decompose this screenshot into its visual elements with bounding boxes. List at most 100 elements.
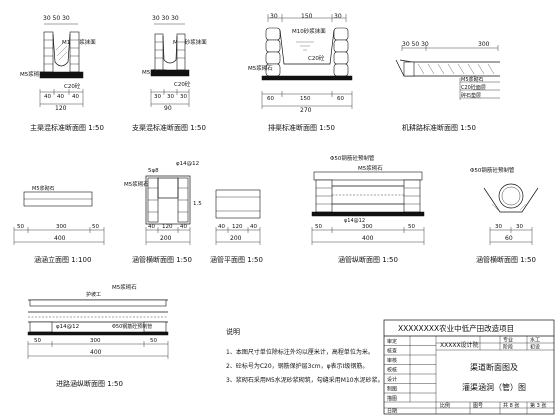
sheet-number-label: 第 3 张	[530, 402, 546, 409]
row-label-1: 审定	[387, 338, 397, 345]
drain-ditch-top-dim-2: 150	[301, 13, 313, 20]
crossing-culvert-section: M5浆砌石 护坡工 φ14@12 Φ50钢筋砼预制管 50 300 50 400…	[27, 283, 169, 388]
culvert-section-total: 200	[160, 235, 172, 242]
pipe-long-rebar-label: φ14@12	[344, 218, 365, 224]
culvert-plan-view: 40 120 40 200 涵管平面图 1:50	[210, 189, 263, 264]
row-label-6: 制图	[387, 386, 397, 393]
farm-road-width-dim: 300	[478, 41, 490, 48]
crossing-total: 400	[90, 349, 102, 356]
culvert-section-dim-1: 40	[148, 224, 155, 230]
drawing-title-line-1: 渠道断面图及	[470, 362, 518, 372]
pipe-cross-total: 60	[505, 235, 513, 242]
notes-heading: 说明	[226, 327, 240, 336]
farm-road-top-dims: 30 50 30	[402, 41, 429, 48]
culvert-side-dim-1: 50	[17, 224, 24, 230]
pipe-longitudinal-section: Φ50钢筋砼预制管 M5浆砌石 φ14@12 50 300 50 400 涵管纵…	[311, 154, 425, 264]
drain-ditch-stone-label: M5浆砌石	[248, 64, 273, 72]
culvert-section-dim-3: 40	[180, 224, 187, 230]
farm-road-section: 30 50 30 300 M5浆砌石 C20砼面层 碎石垫层 机耕路标准断面图 …	[395, 41, 500, 132]
row-label-3: 审核	[387, 357, 397, 364]
pipe-cross-section: Φ50钢筋砼预制管 30 30 60 涵管横断面图 1:50	[470, 166, 539, 264]
culvert-section-caption: 涵管横断面图 1:50	[132, 255, 192, 264]
crossing-stone-label: M5浆砌石	[112, 283, 137, 291]
crossing-rebar-label: φ14@12	[56, 324, 79, 330]
culvert-plan-dim-1: 40	[218, 224, 225, 230]
drain-ditch-concrete-label: C20砼	[308, 54, 325, 62]
branch-canal-total-dim: 90	[164, 105, 172, 112]
note-3: 3、浆砌石采用M5水泥砂浆砌筑，勾缝采用M10水泥砂浆。	[226, 376, 384, 384]
culvert-side-dim-2: 300	[56, 224, 67, 230]
main-canal-concrete-label: C20砼	[64, 82, 81, 90]
main-canal-top-dims: 30 50 30	[43, 15, 70, 22]
culvert-stone-label: M5浆砌石	[124, 180, 149, 188]
row-label-7: 描图	[387, 395, 397, 402]
culvert-side-view: M5浆砌石 50 300 50 400 涵涵立面图 1:100	[13, 185, 105, 264]
farm-road-layer-1: M5浆砌石	[461, 76, 484, 83]
scale-label: 比例	[440, 402, 450, 409]
main-canal-dim-2: 40	[57, 94, 64, 100]
design-unit: XXXXX设计院	[440, 341, 479, 349]
culvert-rebar-label-1: 5φ8	[148, 168, 159, 174]
branch-canal-section: 30 30 30 M10砂浆抹面 M5浆砌石 C20砼 30 30 30 90 …	[132, 15, 207, 132]
pipe-long-dim-2: 300	[362, 224, 373, 230]
branch-canal-stone-label: M5浆砌石	[142, 68, 167, 76]
branch-canal-top-dims: 30 30 30	[152, 15, 179, 22]
drain-ditch-dim-1: 60	[267, 96, 274, 102]
crossing-dim-2: 300	[90, 338, 101, 344]
crossing-dim-1: 50	[34, 338, 41, 344]
culvert-side-total: 400	[54, 235, 66, 242]
culvert-section-dim-2: 120	[162, 224, 173, 230]
drain-right-wall	[333, 27, 349, 77]
culvert-plan-caption: 涵管平面图 1:50	[210, 255, 263, 264]
crossing-caption: 进路涵纵断面图 1:50	[56, 379, 123, 388]
pipe-cross-label: Φ50钢筋砼预制管	[470, 166, 515, 174]
culvert-rebar-label-2: φ14@12	[176, 161, 199, 167]
note-1: 1、本图尺寸单位除标注外均以厘米计，高程单位为米。	[226, 348, 374, 356]
farm-road-layer-2: C20砼面层	[461, 84, 486, 91]
pipe-cross-caption: 涵管横断面图 1:50	[476, 255, 536, 264]
note-2: 2、砼标号为C20，钢筋保护层3cm，φ表示I级钢筋。	[226, 362, 368, 370]
drain-ditch-dim-2: 150	[300, 96, 311, 102]
notes: 说明 1、本图尺寸单位除标注外均以厘米计，高程单位为米。 2、砼标号为C20，钢…	[226, 327, 384, 384]
branch-canal-dim-2: 30	[167, 94, 174, 100]
branch-canal-caption: 支渠混标准断面图 1:50	[132, 123, 206, 132]
culvert-height-dim: 1.5	[193, 201, 202, 207]
drain-ditch-total-dim: 270	[300, 107, 312, 114]
culvert-cross-section: 5φ8 φ14@12 M5浆砌石 1.5 40 120 40 200 涵管横断面…	[124, 161, 202, 264]
branch-canal-dim-3: 30	[180, 94, 187, 100]
main-canal-section: 30 50 30 M10砂浆抹面 M5浆砌石 C20砼 40 40 40 120…	[20, 15, 104, 132]
project-title: XXXXXXXX农业中低产田改造项目	[398, 323, 514, 333]
pipe-long-total: 400	[362, 235, 374, 242]
row-label-5: 设计	[387, 376, 397, 383]
main-canal-stone-label: M5浆砌石	[20, 70, 45, 78]
row-label-2: 核查	[387, 348, 397, 355]
stage-value: 初设	[530, 344, 540, 351]
farm-road-layer-3: 碎石垫层	[461, 92, 481, 99]
pipe-long-caption: 涵管纵断面图 1:50	[338, 255, 398, 264]
pipe-long-dim-3: 50	[408, 224, 415, 230]
date-label: 日期	[387, 409, 397, 415]
pipe-long-pipe-label: Φ50钢筋砼预制管	[330, 154, 375, 162]
pipe-cross-dim-2: 30	[516, 224, 523, 230]
drain-ditch-top-dim-1: 30	[270, 13, 278, 20]
culvert-plan-total: 200	[230, 235, 242, 242]
dept-label: 专业	[503, 337, 513, 344]
title-block: XXXXXXXX农业中低产田改造项目 审定 核查 审核 校核 设计 制图 描图 …	[383, 319, 555, 415]
drain-left-wall	[265, 27, 281, 77]
culvert-side-dim-3: 50	[92, 224, 99, 230]
drain-ditch-top-dim-3: 30	[334, 13, 342, 20]
drawing-title-line-2: 灌渠涵洞（管）图	[462, 382, 526, 392]
main-canal-caption: 主渠混标准断面图 1:50	[30, 123, 104, 132]
crossing-revetment-label: 护坡工	[86, 291, 101, 298]
culvert-side-caption: 涵涵立面图 1:100	[34, 255, 91, 264]
main-canal-dim-3: 40	[72, 94, 79, 100]
drain-ditch-mortar-label: M10砂浆抹面	[292, 27, 326, 35]
pipe-cross-dim-1: 30	[495, 224, 502, 230]
dept-value: 水工	[530, 337, 540, 344]
crossing-pipe-label: Φ50钢筋砼预制管	[112, 323, 152, 330]
branch-canal-concrete-label: C20砼	[174, 80, 191, 88]
main-canal-dim-1: 40	[44, 94, 51, 100]
branch-canal-dim-1: 30	[154, 94, 161, 100]
culvert-plan-dim-3: 40	[250, 224, 257, 230]
